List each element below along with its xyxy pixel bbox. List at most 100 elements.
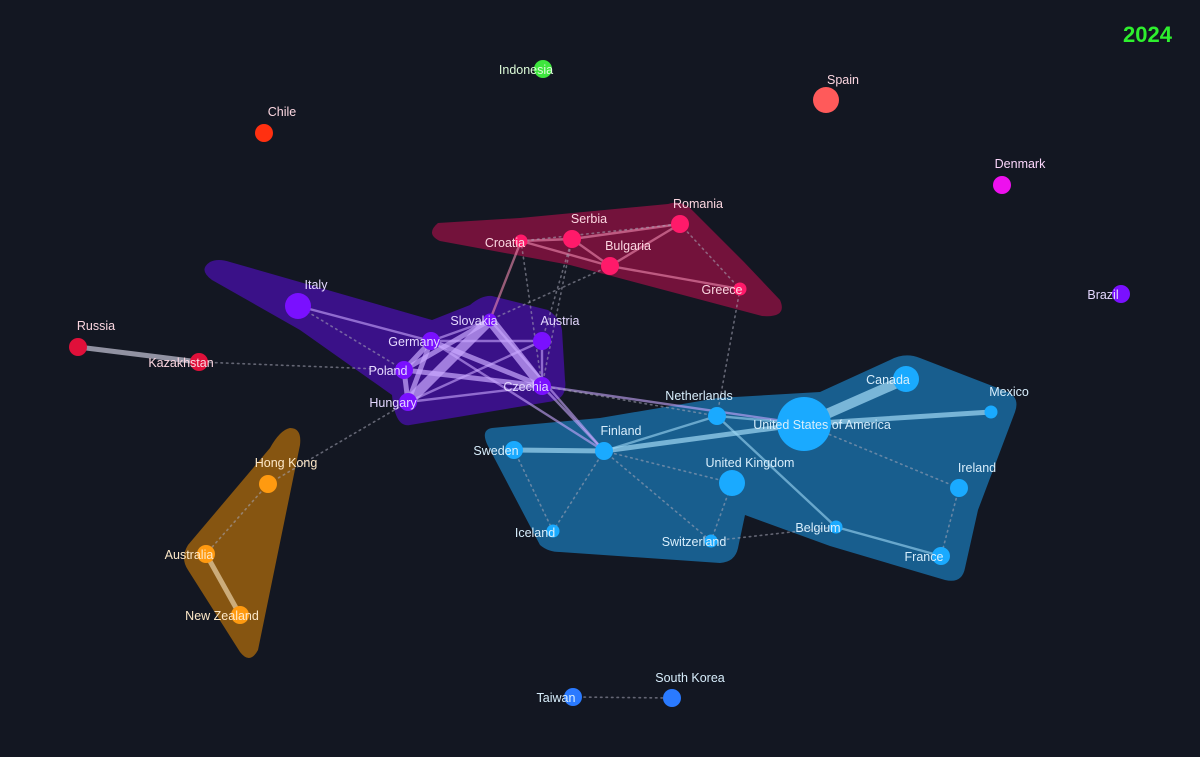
node-label-indonesia: Indonesia [499, 63, 553, 77]
edge-italy-germany [296, 304, 433, 343]
edge-australia-newzealand [203, 551, 243, 618]
node-label-serbia: Serbia [571, 212, 607, 226]
node-italy[interactable] [285, 293, 311, 319]
node-label-hungary: Hungary [369, 396, 417, 410]
node-romania[interactable] [671, 215, 689, 233]
node-newzealand[interactable] [231, 606, 249, 624]
node-label-denmark: Denmark [995, 157, 1046, 171]
node-australia[interactable] [197, 545, 215, 563]
node-czechia[interactable] [533, 377, 551, 395]
node-label-bulgaria: Bulgaria [605, 239, 651, 253]
node-label-sweden: Sweden [473, 444, 518, 458]
edge-finland-uk [603, 450, 733, 484]
edge-italy-poland [297, 305, 405, 371]
node-label-hongkong: Hong Kong [255, 456, 318, 470]
node-label-southkorea: South Korea [655, 671, 725, 685]
node-kazakhstan[interactable] [190, 353, 208, 371]
node-label-romania: Romania [673, 197, 723, 211]
edge-croatia-romania [520, 223, 681, 242]
edge-usa-finland [601, 421, 807, 454]
edge-kazakhstan-poland [198, 361, 405, 371]
node-label-australia: Australia [165, 548, 214, 562]
node-label-spain: Spain [827, 73, 859, 87]
node-southkorea[interactable] [663, 689, 681, 707]
node-label-finland: Finland [601, 424, 642, 438]
node-label-croatia: Croatia [485, 236, 525, 250]
edge-croatia-czechia [520, 240, 543, 387]
node-switzerland[interactable] [704, 534, 718, 548]
edge-sweden-iceland [513, 449, 554, 532]
node-serbia[interactable] [563, 230, 581, 248]
node-slovakia[interactable] [483, 313, 497, 327]
edge-finland-switzerland [603, 450, 712, 542]
edge-austria-hungary [406, 339, 544, 404]
node-label-chile: Chile [268, 105, 297, 119]
node-spain[interactable] [813, 87, 839, 113]
edge-usa-mexico [801, 409, 994, 427]
node-label-mexico: Mexico [989, 385, 1029, 399]
edge-netherlands-belgium [715, 414, 838, 529]
node-uk[interactable] [719, 470, 745, 496]
edge-czechia-usa [540, 384, 806, 426]
node-greece[interactable] [733, 282, 747, 296]
edge-russia-kazakhstan [75, 344, 202, 365]
node-label-taiwan: Taiwan [537, 691, 576, 705]
node-mexico[interactable] [984, 405, 998, 419]
edge-ireland-france [940, 487, 960, 557]
edge-usa-ireland [803, 423, 960, 489]
node-label-russia: Russia [77, 319, 115, 333]
node-label-greece: Greece [702, 283, 743, 297]
node-belgium[interactable] [829, 520, 843, 534]
node-label-italy: Italy [305, 278, 329, 292]
node-chile[interactable] [255, 124, 273, 142]
edge-croatia-slovakia [488, 239, 523, 322]
edge-slovakia-germany [429, 318, 492, 343]
node-ireland[interactable] [950, 479, 968, 497]
node-label-czechia: Czechia [503, 380, 548, 394]
node-croatia[interactable] [514, 234, 528, 248]
node-germany[interactable] [422, 332, 440, 350]
node-indonesia[interactable] [534, 60, 552, 78]
node-canada[interactable] [893, 366, 919, 392]
edge-finland-sweden [511, 447, 607, 454]
node-brazil[interactable] [1112, 285, 1130, 303]
node-taiwan[interactable] [564, 688, 582, 706]
node-austria[interactable] [533, 332, 551, 350]
node-russia[interactable] [69, 338, 87, 356]
nodes-layer [69, 60, 1130, 707]
node-netherlands[interactable] [708, 407, 726, 425]
edge-germany-finland [429, 339, 606, 453]
node-label-switzerland: Switzerland [662, 535, 727, 549]
year-label: 2024 [1123, 22, 1172, 47]
node-france[interactable] [932, 547, 950, 565]
edge-switzerland-belgium [710, 526, 837, 542]
node-label-germany: Germany [388, 335, 440, 349]
edge-greece-netherlands [716, 288, 741, 417]
cluster-hull-western [484, 355, 1017, 581]
edge-germany-czechia [428, 338, 545, 389]
node-usa[interactable] [777, 397, 831, 451]
node-label-iceland: Iceland [515, 526, 555, 540]
node-sweden[interactable] [505, 441, 523, 459]
node-denmark[interactable] [993, 176, 1011, 194]
node-hungary[interactable] [399, 393, 417, 411]
edge-serbia-austria [541, 238, 573, 342]
edge-hungary-hongkong [267, 401, 409, 485]
edge-finland-netherlands [602, 414, 719, 453]
node-label-belgium: Belgium [795, 521, 840, 535]
edge-taiwan-southkorea [572, 696, 673, 699]
node-label-slovakia: Slovakia [450, 314, 497, 328]
node-label-netherlands: Netherlands [665, 389, 732, 403]
node-label-newzealand: New Zealand [185, 609, 259, 623]
edge-croatia-bulgaria [519, 239, 612, 268]
node-bulgaria[interactable] [601, 257, 619, 275]
edge-slovakia-hungary [403, 315, 495, 407]
node-poland[interactable] [395, 361, 413, 379]
node-label-france: France [905, 550, 944, 564]
node-iceland[interactable] [546, 524, 560, 538]
node-hongkong[interactable] [259, 475, 277, 493]
node-label-canada: Canada [866, 373, 910, 387]
edge-serbia-romania [570, 222, 682, 241]
node-finland[interactable] [595, 442, 613, 460]
edge-hongkong-australia [205, 483, 269, 555]
